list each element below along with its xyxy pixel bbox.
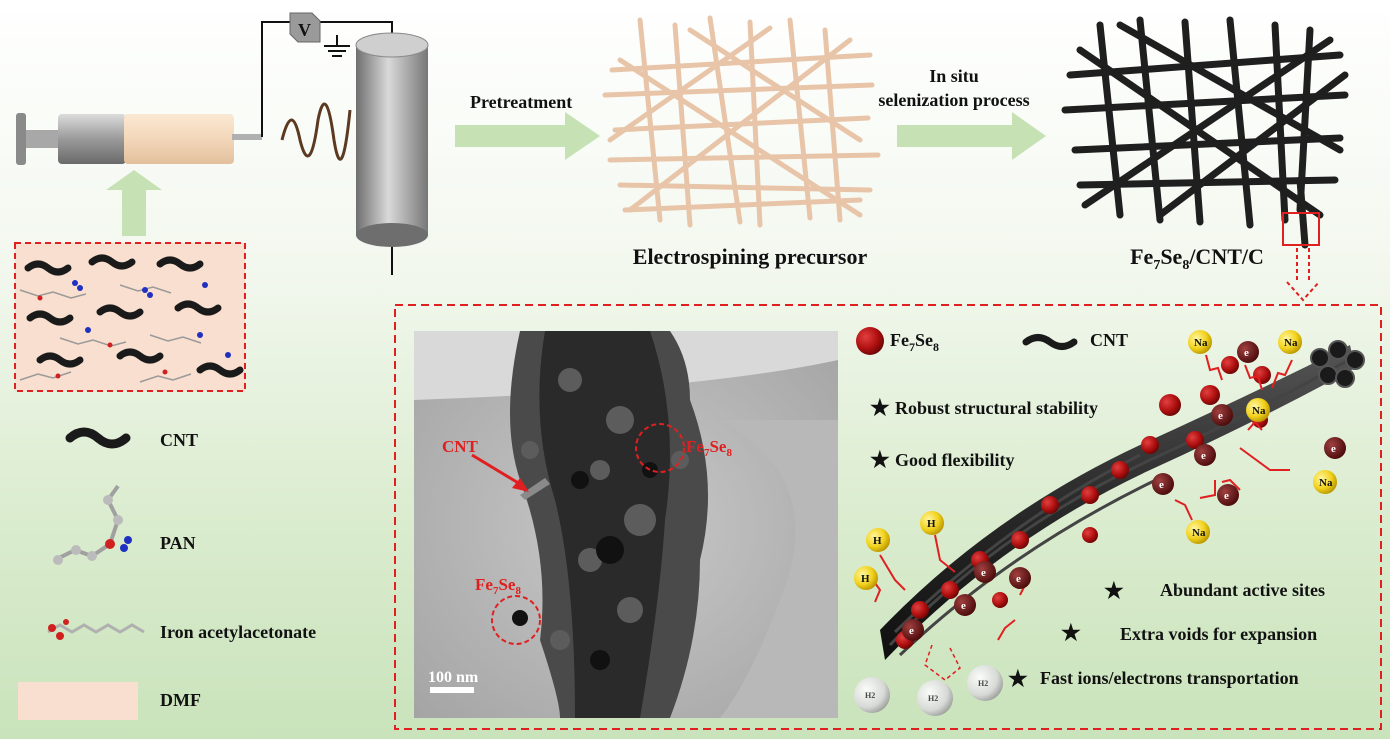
na-ions (1186, 330, 1337, 544)
syringe-needle (232, 134, 262, 140)
feature-active-sites: Abundant active sites (1160, 580, 1325, 600)
feature-flexibility: Good flexibility (895, 450, 1015, 470)
selenization-label-line1: In situ (929, 66, 979, 86)
product-fiber-mesh (1061, 16, 1349, 249)
svg-text:e: e (1224, 490, 1229, 502)
feature-structural-stability: Robust structural stability (895, 398, 1098, 418)
feature-fast-transport: Fast ions/electrons transportation (1040, 668, 1299, 688)
svg-text:Na: Na (1319, 477, 1333, 489)
svg-text:H: H (873, 535, 882, 547)
h2-bubbles: H2 H2 H2 (854, 665, 1003, 716)
svg-text:Na: Na (1252, 405, 1266, 417)
svg-text:e: e (1159, 479, 1164, 491)
svg-text:Na: Na (1194, 337, 1208, 349)
solution-inset (14, 242, 246, 392)
voltage-source: V (289, 12, 321, 43)
svg-text:e: e (961, 600, 966, 612)
fiber-legend-cnt-icon (1022, 334, 1078, 350)
process-arrow-1 (455, 112, 600, 160)
svg-text:Na: Na (1192, 527, 1206, 539)
ion-labels: Na Na Na Na Na H H H (861, 337, 1333, 585)
fiber-legend-cnt-label: CNT (1090, 330, 1128, 350)
fe7se8-sphere-icon (856, 327, 884, 355)
voltage-label: V (298, 20, 311, 40)
star-icon: ★ (870, 447, 890, 472)
tem-fe7se8-label-2: Fe7Se8 (475, 575, 521, 597)
precursor-caption: Electrospining precursor (633, 244, 868, 269)
syringe (16, 113, 262, 165)
h-ions (854, 511, 944, 590)
legend-dmf-label: DMF (160, 690, 201, 710)
electrospinning-jet (280, 102, 352, 161)
syringe-solution (124, 114, 234, 164)
product-caption: Fe7Se8/CNT/C (1130, 244, 1264, 273)
cnt-icon (65, 427, 131, 449)
pan-molecule-icon (53, 484, 132, 565)
tem-fe7se8-circle-1 (635, 423, 685, 473)
detail-panel (394, 304, 1382, 730)
dmf-swatch-icon (18, 682, 138, 720)
selenization-label-line2: selenization process (878, 90, 1029, 110)
svg-text:H2: H2 (978, 679, 988, 688)
electron-labels: e e e e e e e e e e (909, 347, 1336, 637)
svg-text:H: H (927, 518, 936, 530)
syringe-barrel (58, 114, 126, 164)
upward-arrow (106, 170, 162, 236)
tem-cnt-pointer (471, 453, 526, 489)
tem-fe7se8-circle-2 (491, 595, 541, 645)
fiber-legend-fe7se8-label: Fe7Se8 (890, 330, 939, 354)
precursor-fiber-mesh (602, 15, 881, 228)
star-icon: ★ (1061, 620, 1081, 645)
svg-text:e: e (981, 567, 986, 579)
tem-fe7se8-label-1: Fe7Se8 (686, 437, 732, 459)
legend-cnt-label: CNT (160, 430, 198, 450)
scale-bar (430, 687, 474, 693)
collector-drum (355, 32, 429, 247)
scale-bar-label: 100 nm (428, 669, 479, 686)
star-icon: ★ (1008, 666, 1028, 691)
svg-text:e: e (1244, 347, 1249, 359)
pretreatment-label: Pretreatment (470, 92, 572, 112)
svg-text:Na: Na (1284, 337, 1298, 349)
svg-text:H2: H2 (865, 691, 875, 700)
syringe-plunger-head (16, 113, 26, 165)
svg-text:e: e (1201, 450, 1206, 462)
star-icon: ★ (870, 395, 890, 420)
svg-text:e: e (1331, 443, 1336, 455)
svg-text:e: e (1016, 573, 1021, 585)
tem-image (414, 331, 838, 718)
syringe-plunger-rod (26, 130, 60, 148)
iron-acac-molecule-icon (47, 619, 145, 640)
zoom-box (1282, 212, 1320, 246)
feature-extra-voids: Extra voids for expansion (1120, 624, 1317, 644)
legend-iron-acac-label: Iron acetylacetonate (160, 622, 316, 642)
process-arrow-2 (897, 112, 1046, 160)
svg-text:H2: H2 (928, 694, 938, 703)
legend-pan-label: PAN (160, 533, 196, 553)
electrons (902, 341, 1346, 641)
twisted-fiber-bundle (880, 340, 1365, 681)
zoom-arrow (1286, 248, 1320, 302)
ion-pathways (872, 354, 1293, 641)
svg-text:e: e (909, 625, 914, 637)
star-icon: ★ (1104, 578, 1124, 603)
svg-text:H: H (861, 573, 870, 585)
svg-text:e: e (1218, 410, 1223, 422)
tem-cnt-label: CNT (442, 437, 479, 456)
